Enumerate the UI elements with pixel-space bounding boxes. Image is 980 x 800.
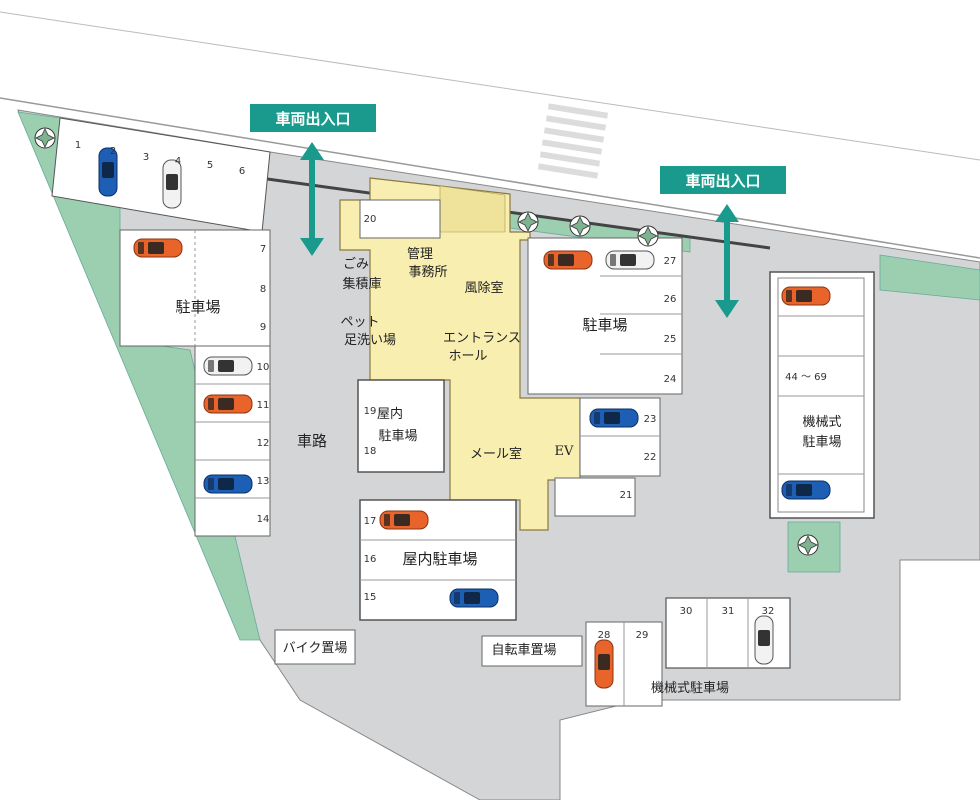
building	[339, 177, 581, 531]
space-number: 13	[257, 476, 270, 487]
label-ev: EV	[555, 444, 574, 459]
space-number: 19	[364, 406, 377, 417]
label-windbreak: 風除室	[464, 280, 503, 296]
space-number: 14	[257, 514, 270, 525]
space-number: 15	[364, 592, 377, 603]
entrance-badge-1: 車両出入口	[250, 104, 376, 132]
space-number: 8	[260, 284, 266, 295]
entrance-arrows	[300, 142, 739, 318]
space-number: 26	[664, 294, 677, 305]
label-office-1: 管理	[407, 247, 433, 262]
space-20-box	[359, 199, 441, 239]
space-number: 17	[364, 516, 377, 527]
label-mail: メール室	[470, 446, 522, 462]
space-numbers: 1 2 3 4 5 6 7 8 9 10 11 12 13 14 15 16 1…	[75, 140, 775, 641]
label-pet-1: ペット	[340, 315, 379, 330]
space-number: 32	[762, 606, 775, 617]
space-number: 25	[664, 334, 677, 345]
label-indoor-large: 屋内駐車場	[402, 550, 477, 568]
label-mech-east-range: 44 ～ 69	[785, 372, 827, 383]
space-number: 11	[257, 400, 270, 411]
space-number: 21	[620, 490, 633, 501]
space-number: 6	[239, 166, 245, 177]
space-number: 16	[364, 554, 377, 565]
label-indoor-small-2: 駐車場	[378, 429, 417, 444]
label-office-2: 事務所	[408, 265, 447, 280]
space-number: 20	[364, 214, 377, 225]
label-parking-west: 駐車場	[175, 298, 220, 316]
label-pet-2: 足洗い場	[344, 333, 396, 348]
crosswalk	[537, 103, 609, 179]
label-bicycle: 自転車置場	[491, 643, 556, 658]
space-number: 3	[143, 152, 149, 163]
space-number: 24	[664, 374, 677, 385]
space-number: 5	[207, 160, 213, 171]
space-number: 23	[644, 414, 657, 425]
space-number: 28	[598, 630, 611, 641]
space-number: 7	[260, 244, 266, 255]
space-number: 10	[257, 362, 270, 373]
label-garbage-1: ごみ	[343, 256, 369, 272]
space-number: 31	[722, 606, 735, 617]
entrance-badge-2-label: 車両出入口	[685, 172, 760, 190]
label-parking-east: 駐車場	[582, 316, 627, 334]
entrance-badge-2: 車両出入口	[660, 166, 786, 194]
entrance-badge-1-label: 車両出入口	[275, 110, 350, 128]
label-indoor-small-1: 屋内	[377, 406, 403, 422]
street	[0, 0, 980, 260]
label-entrance-1: エントランス	[443, 331, 521, 346]
indoor-parking-small	[357, 379, 445, 473]
bike-parking-box	[274, 629, 356, 665]
mechanical-parking-east	[769, 271, 875, 519]
space-number: 29	[636, 630, 649, 641]
space-number: 4	[175, 156, 181, 167]
space-number: 30	[680, 606, 693, 617]
label-garbage-2: 集積庫	[342, 276, 381, 292]
space-number: 27	[664, 256, 677, 267]
space-number: 9	[260, 322, 266, 333]
space-number: 1	[75, 140, 81, 151]
label-mech-south: 機械式駐車場	[651, 681, 729, 696]
space-number: 2	[110, 146, 116, 157]
bicycle-parking-box	[481, 635, 583, 667]
fence	[259, 176, 771, 250]
label-mech-east-1: 機械式	[802, 415, 841, 430]
label-mech-east-2: 駐車場	[802, 435, 841, 450]
label-road: 車路	[297, 432, 327, 450]
space-number: 12	[257, 438, 270, 449]
space-number: 18	[364, 446, 377, 457]
space-number: 22	[644, 452, 657, 463]
label-bike: バイク置場	[283, 641, 348, 656]
area-labels: 駐車場 駐車場 車路 ごみ 集積庫 管理 事務所 風除室 ペット 足洗い場 エン…	[175, 247, 841, 696]
label-entrance-2: ホール	[448, 349, 487, 364]
